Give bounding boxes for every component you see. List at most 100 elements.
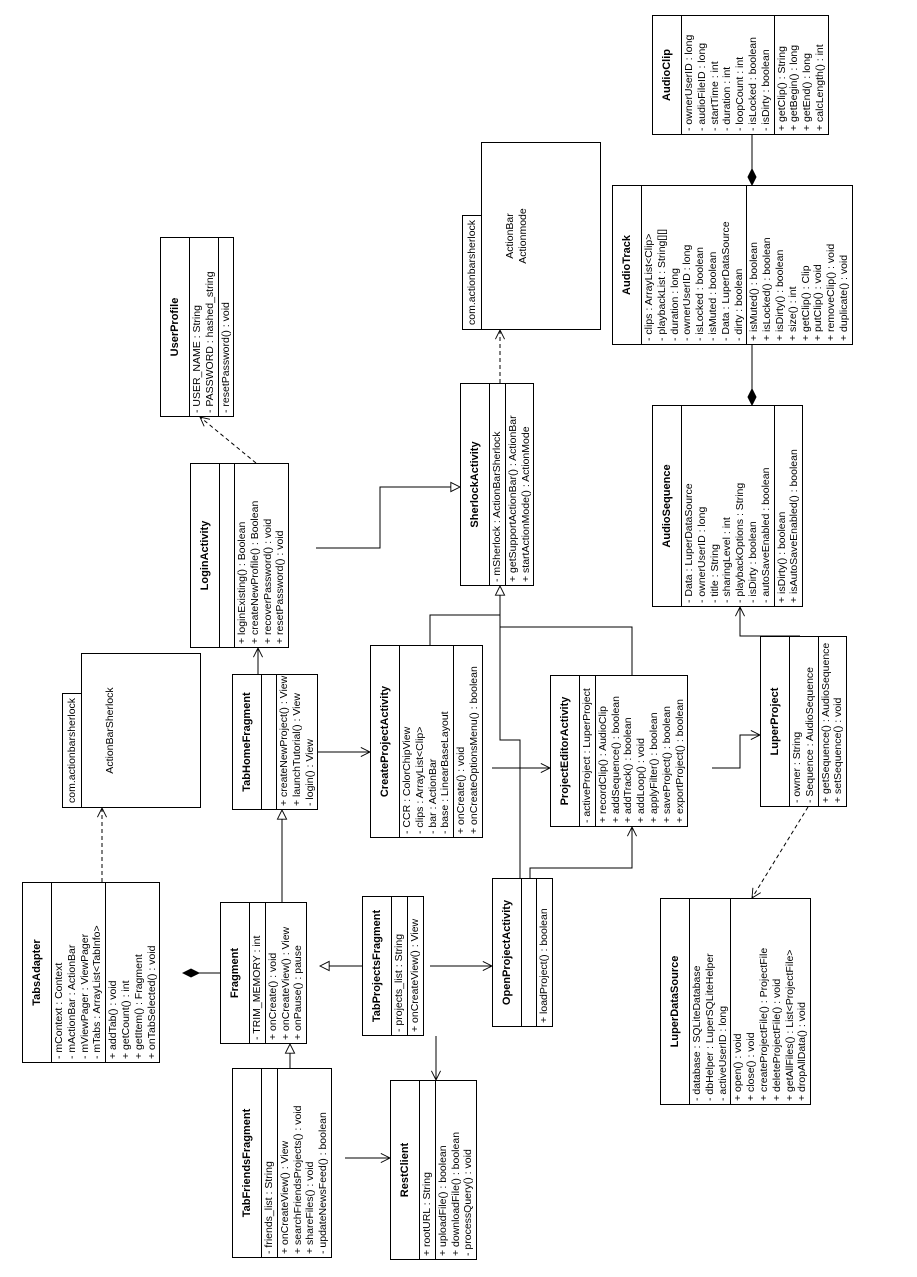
class-name: RestClient [391,1081,420,1259]
attribute: - projects_list : String [393,933,405,1032]
attribute: - isLocked : boolean [694,247,707,341]
class-open-project-activity[interactable]: OpenProjectActivity+ loadProject() : boo… [492,878,553,1027]
operation: + size() : int [786,286,799,341]
dependency-line [752,806,809,898]
operation: + createNewProject() : View [278,675,290,806]
class-project-editor-activity[interactable]: ProjectEditorActivity- activeProject : L… [550,675,689,827]
class-audio-clip[interactable]: AudioClip- ownerUserID : long- audioFile… [652,15,829,135]
class-name: TabHomeFragment [233,675,262,809]
package-class: Actionmode [517,208,529,264]
class-luper-project[interactable]: LuperProject- owner : String- Sequence :… [760,636,848,807]
class-name: TabFriendsFragment [233,1069,262,1257]
operation: + onCreateOptionsMenu() : boolean [467,666,480,834]
operations-compartment: + recordClip() : AudioClip+ addSequence(… [596,676,688,826]
attribute: - playbackOptions : String [734,482,747,603]
operations-compartment: + loadProject() : boolean [537,879,552,1026]
attribute: - isLocked : boolean [746,37,759,131]
operation: + isDirty() : boolean [773,249,786,341]
operation: + onCreate() : void [266,952,279,1040]
operations-compartment: + isDirty() : boolean+ isAutoSaveEnabled… [775,406,803,606]
operations-compartment: + createNewProject() : View+ launchTutor… [277,675,317,809]
attribute: - mViewPager : ViewPager [78,933,91,1059]
package-body: ActionBarSherlock [81,653,201,808]
attribute: - mTabs : ArrayList<TabInfo> [91,925,104,1059]
class-tab-home-fragment[interactable]: TabHomeFragment + createNewProject() : Vi… [232,674,319,810]
class-luper-data-source[interactable]: LuperDataSource- database : SQLiteDataba… [660,898,812,1105]
class-name: LuperDataSource [661,899,690,1104]
inheritance-line [500,586,521,878]
operations-compartment: + onCreateView() : View [408,897,423,1035]
operation: + recordClip() : AudioClip [596,705,609,823]
operation: + getClip() : Clip [799,265,812,341]
operation: + applyFilter() : boolean [647,712,660,823]
attribute: - bar : ActionBar [426,758,439,834]
class-name: UserProfile [161,238,190,416]
operation: + onCreate() : void [455,746,468,834]
operations-compartment: + onCreateView() : View+ searchFriendsPr… [278,1069,331,1257]
operation: + exportProject() : boolean [673,698,686,823]
operation: + setSequence() : void [832,697,845,803]
operation: + uploadFile() : boolean [436,1145,449,1256]
attribute: - startTime : int [708,61,721,131]
class-name: AudioClip [653,16,682,134]
attribute: - ownerUserID : long [681,244,694,341]
operation: + onPause() : pause [292,945,305,1040]
attributes-compartment: - TRIM_MEMORY : int [250,903,266,1043]
inheritance-line [316,487,460,549]
attribute: - isDirty : boolean [746,521,759,603]
class-name: AudioTrack [613,186,642,344]
attribute: - USER_NAME : String [191,305,203,413]
operation: + getBegin() : long [788,44,801,131]
attributes-compartment: - mContext : Context- mActionBar : Actio… [52,883,107,1062]
attributes-compartment [522,879,537,1026]
attribute: - TRIM_MEMORY : int [251,935,263,1040]
attribute: - CCR : ColorChipView [401,726,413,834]
class-tab-friends-fragment[interactable]: TabFriendsFragment- friends_list : Strin… [232,1068,332,1258]
operation: - login() : View [303,739,316,806]
attribute: - playbackList : String[][] [655,228,668,341]
operation: + onCreateView() : View [279,926,292,1040]
operation: + createNewProfile() : Boolean [248,500,261,644]
attribute: - ownerUserID : long [695,506,708,603]
operation: + addTrack() : boolean [622,717,635,823]
class-sherlock-activity[interactable]: SherlockActivity- mSherlock : ActionBarS… [460,383,535,586]
package-name: com.actionbarsherlock [462,214,481,330]
operations-compartment: + getSequence() : AudioSequence+ setSequ… [819,637,847,806]
class-login-activity[interactable]: LoginActivity+ loginExisting() : Boolean… [190,463,290,648]
operation: + duplicate() : void [837,254,850,341]
operation: + calcLength() : int [813,44,826,131]
class-audio-sequence[interactable]: AudioSequence- Data : LuperDataSource- o… [652,405,804,607]
operation: + searchFriendsProjects() : void [291,1105,304,1254]
operation: + getEnd() : long [801,53,814,131]
class-tabs-adapter[interactable]: TabsAdapter- mContext : Context- mAction… [22,882,161,1063]
operation: + isMuted() : boolean [748,242,761,341]
attribute: - Data : LuperDataSource [683,483,695,603]
class-audio-track[interactable]: AudioTrack- clips : ArrayList<Clip>- pla… [612,185,853,345]
class-tab-projects-fragment[interactable]: TabProjectsFragment- projects_list : Str… [362,896,424,1036]
class-fragment[interactable]: Fragment- TRIM_MEMORY : int+ onCreate() … [220,902,308,1044]
class-create-project-activity[interactable]: CreateProjectActivity- CCR : ColorChipVi… [370,645,483,838]
operation: + putClip() : void [812,264,825,341]
attribute: - sharingLevel : int [721,517,734,603]
attribute: - Data : LuperDataSource [719,221,732,341]
operations-compartment: + addTab() : void+ getCount() : int+ get… [106,883,159,1062]
operation: + addTab() : void [107,980,120,1059]
operation: + addLoop() : void [635,738,648,823]
operation: + onTabSelected() : void [145,945,158,1059]
attribute: - audioFileID : long [695,42,708,131]
attribute: - activeUserID : long [716,1005,729,1101]
attributes-compartment: - clips : ArrayList<Clip>- playbackList … [642,186,748,344]
attribute: - duration : long [668,268,681,341]
attribute: + rootURL : String [421,1172,433,1256]
operation: + open() : void [732,1033,745,1101]
operation: + onCreateView() : View [278,1140,291,1254]
class-rest-client[interactable]: RestClient+ rootURL : String+ uploadFile… [390,1080,478,1260]
attributes-compartment: - owner : String- Sequence : AudioSequen… [790,637,819,806]
attribute: - autoSaveEnabled : boolean [759,467,772,603]
operation: + addSequence() : boolean [609,696,622,823]
operation: + isDirty() : boolean [775,511,788,603]
class-user-profile[interactable]: UserProfile- USER_NAME : String- PASSWOR… [160,237,235,417]
